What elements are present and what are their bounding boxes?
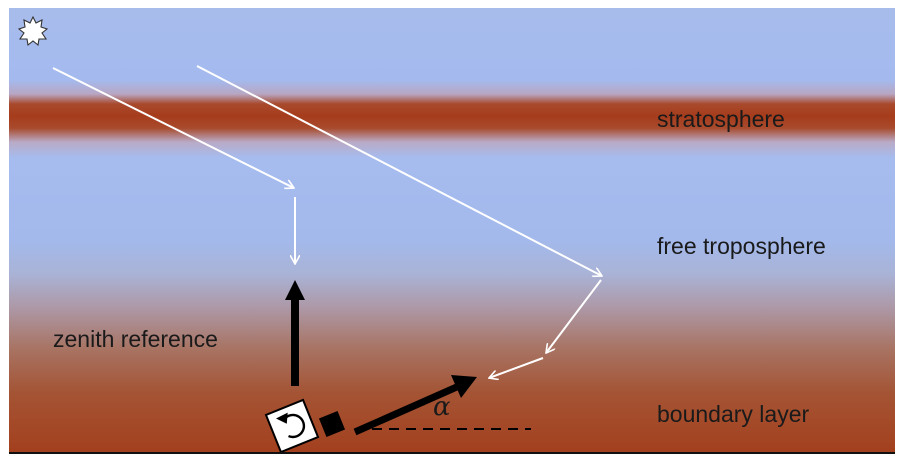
boundary-layer-label: boundary layer [657, 401, 810, 427]
light-path-1-incoming [52, 67, 294, 188]
diagram-graphics [17, 15, 895, 452]
elevation-angle-label: α [433, 392, 451, 422]
ground-line [9, 452, 895, 454]
zenith-reference-label: zenith reference [53, 326, 218, 352]
light-path-2-final [489, 357, 544, 378]
light-path-2-incoming [196, 65, 602, 276]
free-troposphere-label: free troposphere [657, 233, 826, 259]
light-path-2-segment [546, 279, 602, 353]
atmosphere-diagram: stratosphere free troposphere boundary l… [9, 8, 895, 452]
rotation-arrow-icon [276, 412, 306, 439]
zenith-reference-arrow [285, 280, 305, 386]
stratosphere-label: stratosphere [657, 106, 785, 132]
sun-icon [17, 15, 49, 47]
viewing-direction-arrow [353, 375, 477, 436]
instrument [264, 398, 346, 452]
